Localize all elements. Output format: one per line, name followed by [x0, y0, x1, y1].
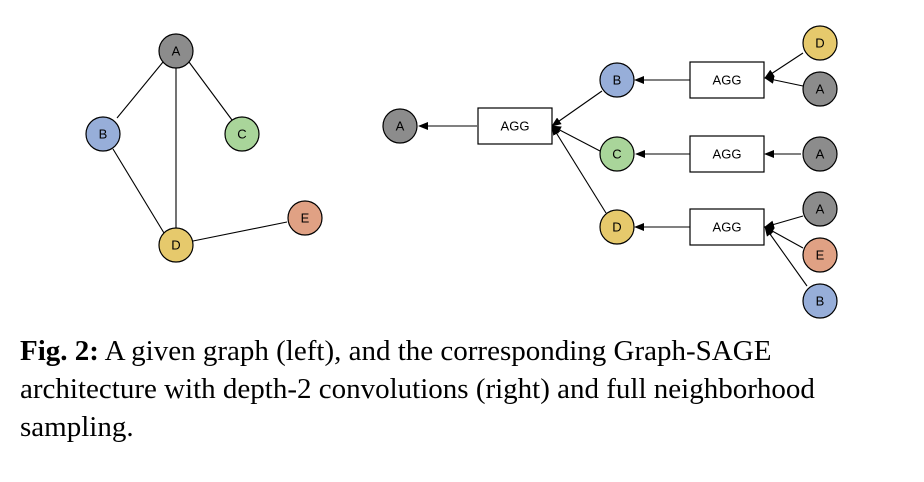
- input-graph: A B C D E: [85, 33, 323, 263]
- arch-neighbor-d-e: E: [802, 237, 838, 273]
- graphsage-architecture: AGG AGG AGG AGG A B C D: [382, 25, 838, 319]
- graph-node-a-circle: [158, 33, 194, 69]
- arch-node-d: D: [599, 209, 635, 245]
- arch-node-c-circle: [599, 136, 635, 172]
- arch-neighbor-d-a-circle: [802, 191, 838, 227]
- arrow-d-to-agg-b: [764, 52, 804, 79]
- arch-neighbor-b-a-label: A: [816, 82, 825, 97]
- arrow-b-to-agg-d: [764, 226, 808, 287]
- arch-neighbor-d-b-circle: [802, 283, 838, 319]
- agg-box-root: AGG: [477, 107, 553, 145]
- arch-neighbor-d-e-circle: [802, 237, 838, 273]
- agg-box-c: AGG: [689, 135, 765, 173]
- edge-a-b: [116, 61, 164, 119]
- arrow-d-to-agg-root: [551, 125, 607, 214]
- agg-box-c-label: AGG: [713, 147, 742, 162]
- arch-neighbor-b-a-circle: [802, 71, 838, 107]
- arch-node-b-circle: [599, 62, 635, 98]
- graph-node-d-label: D: [171, 238, 180, 253]
- graph-node-e: E: [287, 200, 323, 236]
- arch-neighbor-d-b: B: [802, 283, 838, 319]
- arch-neighbor-d-e-label: E: [816, 248, 825, 263]
- edge-d-e: [192, 221, 288, 242]
- arch-neighbor-c-a-label: A: [816, 147, 825, 162]
- arch-root-node-a: A: [382, 108, 418, 144]
- arch-node-c: C: [599, 136, 635, 172]
- graph-node-c-label: C: [237, 127, 246, 142]
- arch-root-node-a-label: A: [396, 119, 405, 134]
- agg-box-b-label: AGG: [713, 73, 742, 88]
- graph-node-d-circle: [158, 227, 194, 263]
- edge-b-d: [112, 148, 165, 234]
- graph-node-a-label: A: [172, 44, 181, 59]
- graph-node-b-circle: [85, 116, 121, 152]
- arch-node-d-circle: [599, 209, 635, 245]
- arch-neighbor-b-d-label: D: [815, 36, 824, 51]
- agg-box-d: AGG: [689, 208, 765, 246]
- graph-node-d: D: [158, 227, 194, 263]
- arch-neighbor-d-b-label: B: [816, 294, 825, 309]
- arrow-b-to-agg-root: [551, 90, 603, 127]
- arch-neighbor-b-d-circle: [802, 25, 838, 61]
- graph-node-a: A: [158, 33, 194, 69]
- figure-caption-text: A given graph (left), and the correspond…: [20, 335, 815, 443]
- agg-box-b: AGG: [689, 61, 765, 99]
- graph-node-e-circle: [287, 200, 323, 236]
- arch-node-d-label: D: [612, 220, 621, 235]
- arch-neighbor-c-a-circle: [802, 136, 838, 172]
- arch-neighbor-b-a: A: [802, 71, 838, 107]
- arch-root-node-a-circle: [382, 108, 418, 144]
- figure-caption-label: Fig. 2:: [20, 335, 99, 367]
- arch-neighbor-c-a: A: [802, 136, 838, 172]
- graph-node-c-circle: [224, 116, 260, 152]
- arch-neighbor-d-a-label: A: [816, 202, 825, 217]
- graphsage-diagram: A B C D E: [85, 25, 838, 319]
- agg-box-root-label: AGG: [501, 119, 530, 134]
- edge-a-c: [188, 61, 233, 121]
- arch-node-c-label: C: [612, 147, 621, 162]
- graph-node-b-label: B: [99, 127, 108, 142]
- graph-node-e-label: E: [301, 211, 310, 226]
- graph-node-c: C: [224, 116, 260, 152]
- arch-neighbor-b-d: D: [802, 25, 838, 61]
- arrow-a-to-agg-d: [764, 215, 804, 229]
- agg-box-d-label: AGG: [713, 220, 742, 235]
- figure-caption: Fig. 2: A given graph (left), and the co…: [20, 332, 910, 446]
- arch-node-b: B: [599, 62, 635, 98]
- arch-node-b-label: B: [613, 73, 622, 88]
- arch-neighbor-d-a: A: [802, 191, 838, 227]
- arrow-a-to-agg-b: [764, 75, 804, 87]
- arrow-e-to-agg-d: [764, 226, 804, 249]
- graph-node-b: B: [85, 116, 121, 152]
